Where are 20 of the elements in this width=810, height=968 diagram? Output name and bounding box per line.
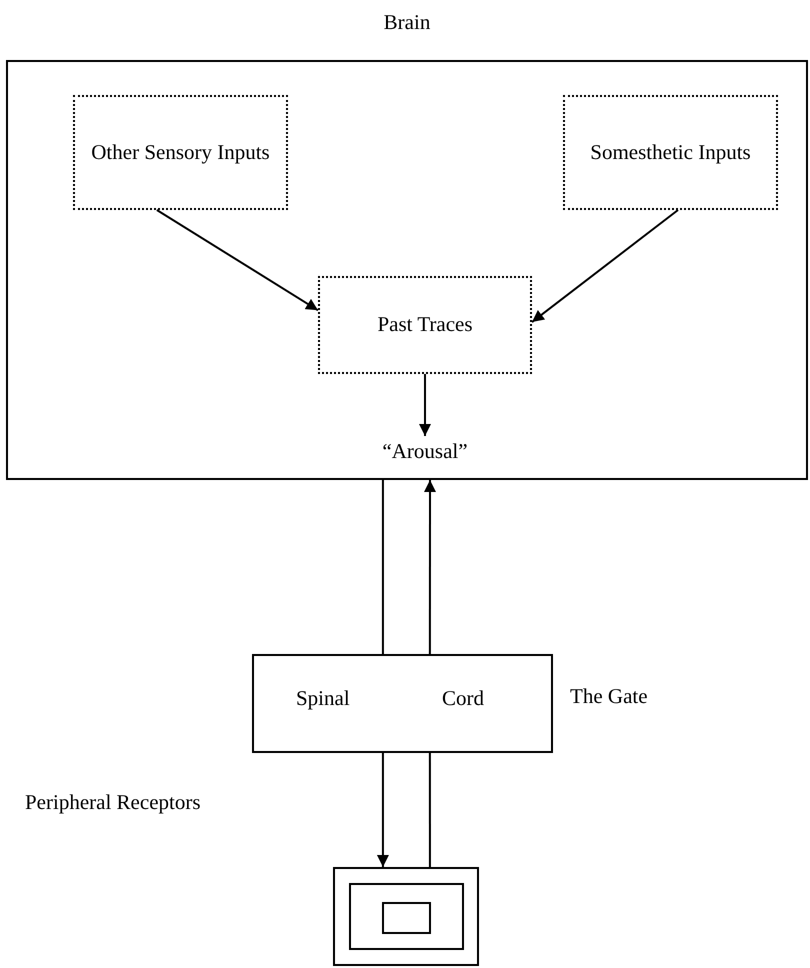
receptor-box: [333, 867, 479, 966]
region-heading: Brain: [382, 10, 432, 36]
arrow: [531, 209, 679, 323]
receptor-box: [349, 883, 464, 950]
side-label: The Gate: [570, 684, 648, 710]
side-label: Peripheral Receptors: [25, 790, 201, 815]
arrow: [156, 209, 319, 312]
node-text: Other Sensory Inputs: [91, 140, 270, 166]
process-box: [318, 276, 532, 374]
process-box: [563, 95, 778, 210]
arrow: [376, 753, 389, 867]
node-text: Spinal: [296, 686, 350, 712]
node-text: “Arousal”: [382, 439, 468, 465]
arrow: [424, 480, 436, 654]
arrow: [419, 374, 431, 436]
process-box: [73, 95, 288, 210]
node-text: Past Traces: [377, 312, 473, 338]
receptor-box: [382, 902, 431, 934]
node-text: Somesthetic Inputs: [590, 140, 751, 166]
node-text: Cord: [442, 686, 484, 712]
